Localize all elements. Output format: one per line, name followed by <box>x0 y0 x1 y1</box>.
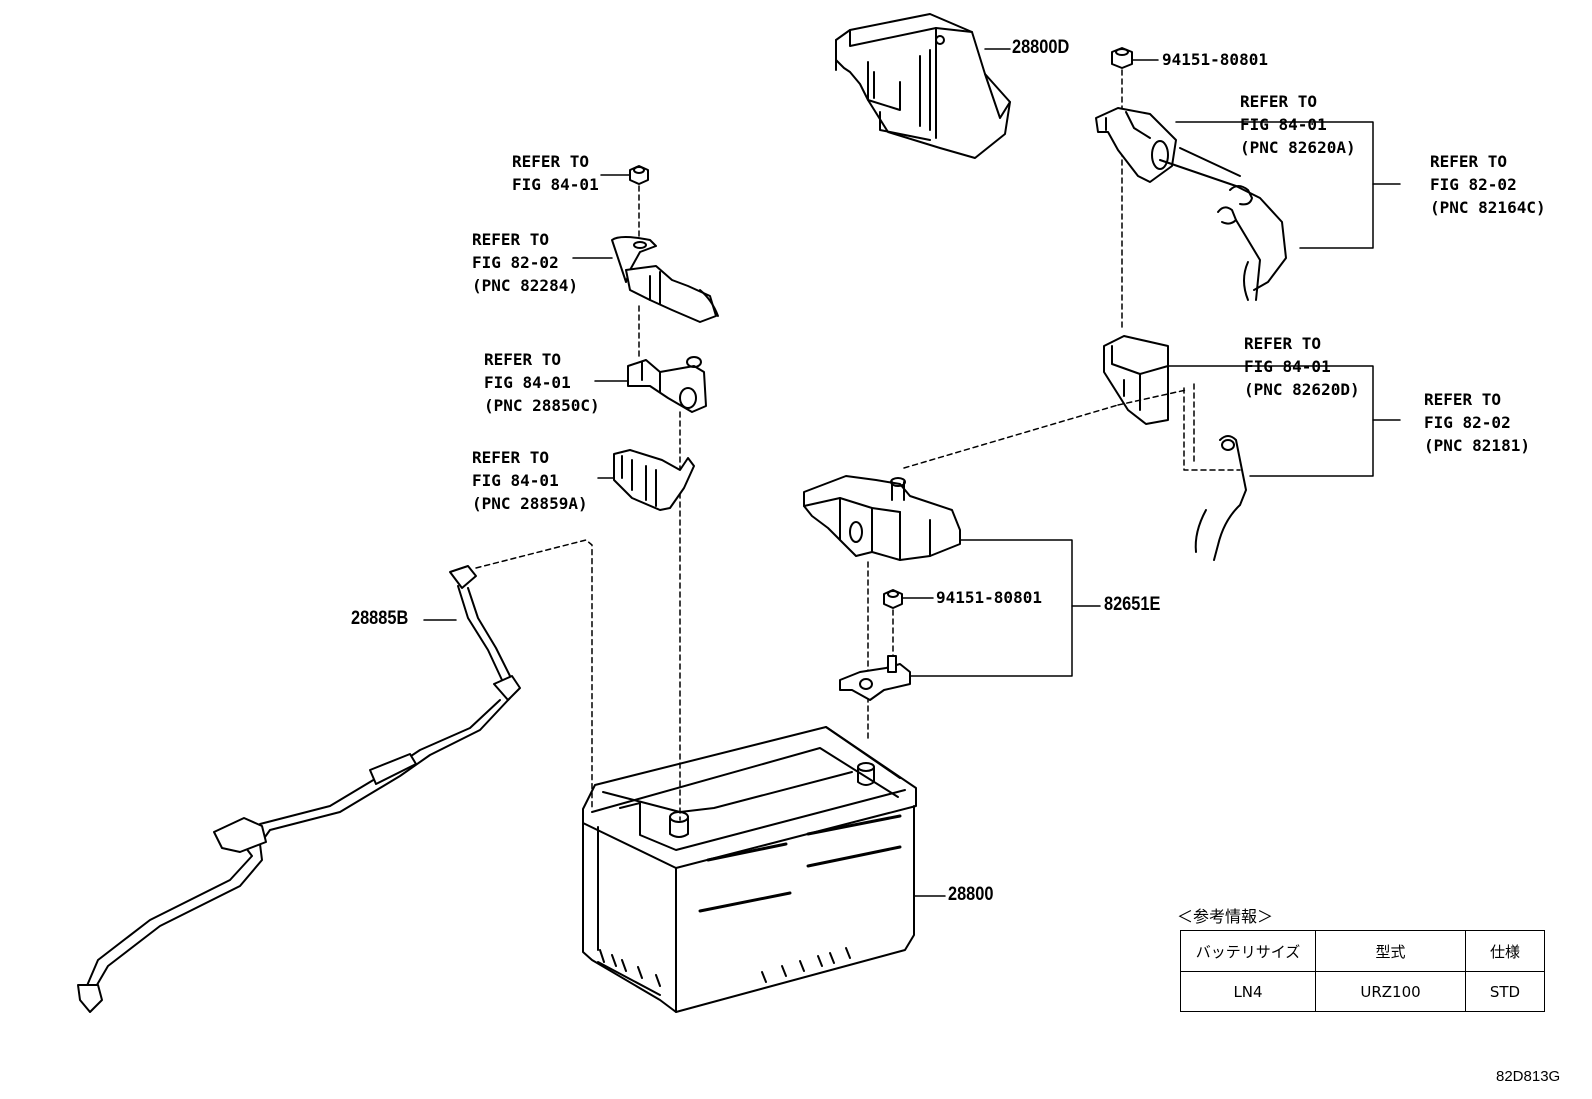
callout-line: FIG 82-02 <box>1430 175 1517 194</box>
top-cover-drawing <box>835 13 1011 159</box>
terminal-assy-drawing <box>803 404 1119 741</box>
clamp-left-drawing <box>594 356 707 821</box>
callout-line: FIG 84-01 <box>512 175 599 194</box>
callout-line: REFER TO <box>512 152 590 171</box>
callout-line: FIG 84-01 <box>1244 357 1331 376</box>
callout-line: REFER TO <box>472 230 550 249</box>
callout-line: FIG 84-01 <box>484 373 571 392</box>
cell-model: URZ100 <box>1315 971 1466 1012</box>
callout-line: (PNC 82181) <box>1424 436 1530 455</box>
callout-box-right: REFER TO FIG 84-01 (PNC 82620D) <box>1244 332 1360 401</box>
callout-line: (PNC 82620D) <box>1244 380 1360 399</box>
callout-line: REFER TO <box>1240 92 1318 111</box>
callout-bracket-top-right: REFER TO FIG 84-01 (PNC 82620A) <box>1240 90 1356 159</box>
part-number-top-cover: 28800D <box>1012 37 1070 58</box>
callout-line: (PNC 82620A) <box>1240 138 1356 157</box>
part-number-sensor-cable: 28885B <box>351 608 409 629</box>
callout-line: FIG 82-02 <box>472 253 559 272</box>
callout-clamp-left: REFER TO FIG 84-01 (PNC 28850C) <box>484 348 600 417</box>
callout-line: FIG 84-01 <box>1240 115 1327 134</box>
nut-left-drawing <box>600 165 649 241</box>
header-battery-size: バッテリサイズ <box>1180 930 1316 972</box>
sensor-cable-drawing <box>77 539 593 1013</box>
cell-battery-size: LN4 <box>1180 971 1316 1012</box>
header-model: 型式 <box>1315 930 1466 972</box>
callout-nut-left: REFER TO FIG 84-01 <box>512 150 599 196</box>
info-caption: ＜参考情報＞ <box>1177 907 1274 926</box>
callout-line: (PNC 82284) <box>472 276 578 295</box>
box-right-drawing <box>1103 335 1401 561</box>
cover-left-drawing <box>597 449 695 511</box>
callout-line: FIG 82-02 <box>1424 413 1511 432</box>
header-spec: 仕様 <box>1465 930 1545 972</box>
info-table: バッテリサイズ 型式 仕様 LN4 URZ100 STD <box>1180 930 1545 1012</box>
cable-left-drawing <box>572 236 719 361</box>
table-row: LN4 URZ100 STD <box>1180 971 1545 1012</box>
callout-cable-top-right: REFER TO FIG 82-02 (PNC 82164C) <box>1430 150 1546 219</box>
part-number-battery: 28800 <box>948 884 994 905</box>
figure-code: 82D813G <box>1496 1068 1561 1085</box>
nut-top-drawing <box>1111 47 1159 331</box>
nut-middle-drawing <box>839 589 934 701</box>
callout-cover-left: REFER TO FIG 84-01 (PNC 28859A) <box>472 446 588 515</box>
callout-line: (PNC 28850C) <box>484 396 600 415</box>
callout-line: REFER TO <box>1424 390 1502 409</box>
part-number-nut-middle: 94151-80801 <box>936 588 1042 607</box>
callout-line: REFER TO <box>1430 152 1508 171</box>
cell-spec: STD <box>1465 971 1545 1012</box>
callout-line: REFER TO <box>484 350 562 369</box>
table-header-row: バッテリサイズ 型式 仕様 <box>1180 930 1545 972</box>
callout-cable-left: REFER TO FIG 82-02 (PNC 82284) <box>472 228 578 297</box>
part-number-nut-top: 94151-80801 <box>1162 50 1268 69</box>
callout-line: FIG 84-01 <box>472 471 559 490</box>
callout-line: (PNC 28859A) <box>472 494 588 513</box>
part-number-terminal-assy: 82651E <box>1104 594 1161 615</box>
battery-drawing <box>582 726 946 1013</box>
callout-line: REFER TO <box>1244 334 1322 353</box>
callout-line: REFER TO <box>472 448 550 467</box>
bracket-top-right-drawing <box>1095 107 1401 301</box>
callout-cable-right: REFER TO FIG 82-02 (PNC 82181) <box>1424 388 1530 457</box>
callout-line: (PNC 82164C) <box>1430 198 1546 217</box>
